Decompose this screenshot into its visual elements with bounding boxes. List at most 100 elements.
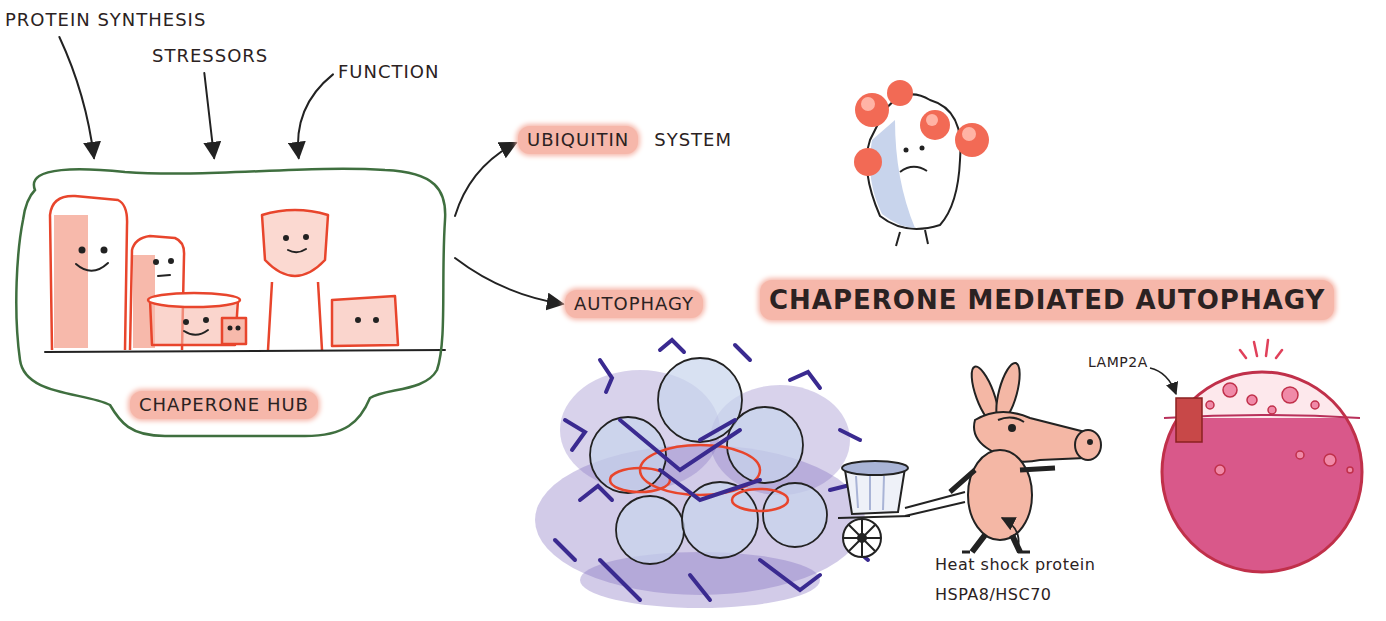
chaperone-faces: [229, 327, 232, 330]
ubiquitinated-protein: [870, 120, 915, 228]
chaperone-faces: [304, 235, 308, 239]
protein-aggregate: [690, 575, 710, 600]
ubiquitinated-protein: [920, 146, 925, 151]
lysosome: [1296, 451, 1304, 459]
lysosome: [1206, 401, 1214, 409]
flow-arrow: [298, 74, 333, 158]
pathway-label: AUTOPHAGY: [565, 290, 703, 318]
lysosome: [1282, 387, 1298, 403]
cart: [843, 519, 881, 557]
ubiquitinated-protein: [854, 80, 989, 246]
ubiquitinated-protein: [926, 114, 938, 126]
chaperone-figures: [54, 215, 88, 348]
node-text: SYSTEM: [654, 128, 732, 152]
protein-aggregate: [790, 372, 820, 388]
flow-arrow: [59, 37, 94, 158]
protein-aggregate: [735, 345, 750, 360]
protein-aggregate: [555, 540, 575, 560]
protein-aggregate: [580, 486, 612, 500]
ubiquitinated-protein: [904, 148, 909, 153]
node-text: UBIQUITIN: [518, 126, 638, 154]
chaperone-faces: [237, 327, 240, 330]
input-label: STRESSORS: [152, 44, 268, 68]
cart: [842, 461, 908, 475]
donkey-hsc70: [972, 535, 1020, 552]
protein-aggregate: [660, 470, 760, 500]
ubiquitinated-protein: [854, 148, 882, 176]
chaperone-hub-cloud: CHAPERONE HUB: [5, 160, 450, 440]
ubiquitinated-protein: [955, 123, 989, 157]
chaperone-figures: [50, 196, 398, 350]
protein-aggregate: [760, 560, 820, 590]
chaperone-faces: [158, 275, 170, 276]
lysosome: [1223, 383, 1237, 397]
leader-arrow: [1002, 518, 1019, 548]
part-label: Heat shock protein HSPA8/HSC70: [935, 550, 1125, 610]
ubiquitinated-protein: [861, 97, 875, 111]
chaperone-faces: [80, 248, 85, 253]
chaperone-faces: [76, 263, 108, 271]
donkey-hsc70: [1075, 430, 1101, 460]
protein-aggregate: [700, 420, 735, 440]
protein-aggregate: [727, 407, 803, 483]
chaperone-faces: [284, 236, 288, 240]
chaperone-faces: [45, 350, 445, 352]
pathway-label: UBIQUITIN SYSTEM: [518, 126, 732, 154]
cart: [905, 492, 965, 516]
protein-aggregate: [660, 340, 684, 352]
cart: [856, 476, 884, 510]
cart: [843, 519, 881, 557]
lysosome: [1311, 401, 1319, 409]
input-label: PROTEIN SYNTHESIS: [5, 8, 206, 32]
ubiquitinated-protein: [896, 230, 928, 246]
protein-aggregate: [535, 340, 870, 608]
donkey-hsc70: [1009, 425, 1015, 431]
lysosome: [1347, 467, 1353, 473]
flow-arrow: [204, 73, 214, 158]
chaperone-figures: [262, 210, 328, 276]
donkey-hsc70: [1088, 440, 1092, 444]
ubiquitinated-protein: [887, 80, 913, 106]
chaperone-figures: [148, 293, 240, 307]
node-text: FUNCTION: [338, 60, 440, 84]
chaperone-faces: [154, 260, 158, 264]
chaperone-faces: [45, 235, 445, 352]
chaperone-faces: [288, 249, 306, 252]
ubiquitinated-protein: [855, 93, 889, 127]
donkey-hsc70: [962, 551, 1030, 554]
protein-aggregate: [732, 489, 788, 511]
protein-aggregate: [555, 340, 870, 600]
protein-aggregate: [565, 420, 585, 450]
node-text: STRESSORS: [152, 44, 268, 68]
ubiquitinated-protein: [962, 127, 976, 141]
chaperone-faces: [184, 330, 208, 335]
donkey-hsc70: [998, 417, 1024, 422]
protein-aggregate: [590, 358, 827, 564]
chaperone-faces: [184, 320, 188, 324]
chaperone-faces: [356, 318, 360, 322]
lysosome: [1240, 340, 1282, 358]
protein-aggregate: [600, 360, 612, 392]
protein-aggregate: [763, 483, 827, 547]
lysosome: [1160, 340, 1370, 578]
lysosome: [1268, 406, 1276, 414]
leader-arrow: [1150, 368, 1176, 394]
chaperone-faces: [204, 318, 208, 322]
cart: [838, 461, 965, 557]
lysosome: [1247, 395, 1257, 405]
protein-aggregate: [620, 420, 740, 470]
lysosome: [1176, 398, 1202, 442]
chaperone-faces: [102, 248, 107, 253]
ubiquitinated-protein: [920, 110, 950, 140]
cloud-outline: [16, 169, 445, 436]
donkey-hsc70: [968, 450, 1032, 540]
node-text: CHAPERONE HUB: [130, 391, 318, 419]
protein-aggregate: [616, 496, 684, 564]
ubiquitinated-protein: [900, 167, 927, 172]
chaperone-faces: [169, 259, 173, 263]
protein-aggregate: [580, 552, 820, 608]
protein-aggregate: [600, 560, 640, 600]
chaperone-figures: [50, 196, 127, 350]
donkey-hsc70: [950, 468, 1055, 492]
